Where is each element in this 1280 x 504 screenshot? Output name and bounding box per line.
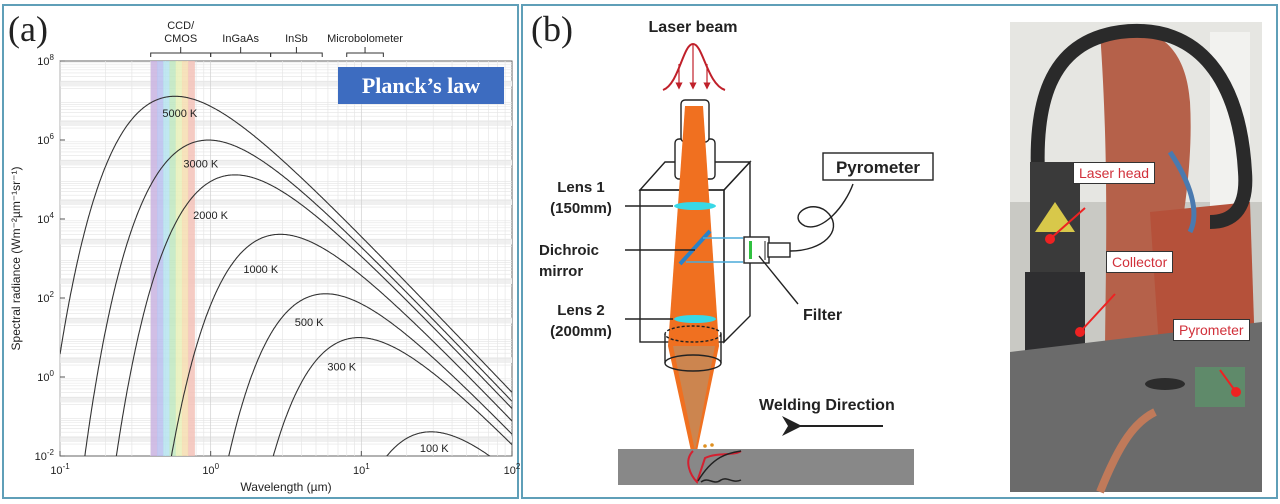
axis-ticks: 10-1 100 101 102 108 106 104 102 100 10-2: [35, 53, 521, 477]
curve-100k: [386, 431, 491, 456]
lens-1-label: Lens 1: [557, 179, 605, 196]
detector-band-label: InSb: [285, 33, 308, 45]
lens-2-label: Lens 2: [557, 302, 605, 319]
welding-direction-label: Welding Direction: [759, 397, 895, 414]
grid-lines: [59, 61, 512, 456]
workpiece: [618, 449, 914, 485]
dichroic-mirror: [678, 229, 712, 266]
dichroic-mirror-label-2: mirror: [539, 263, 583, 280]
lens-1-focal: (150mm): [550, 200, 612, 217]
curve-label-500k: 500 K: [295, 317, 324, 329]
x-tick-label: 101: [353, 462, 370, 477]
plot-area: [59, 60, 513, 457]
visible-band-slice: [150, 61, 158, 456]
beam-output-cylinder: [664, 325, 722, 372]
planck-law-badge: Planck’s law: [338, 67, 504, 104]
lens-1: [674, 202, 716, 210]
x-tick-label: 100: [202, 462, 219, 477]
curve-label-300k: 300 K: [327, 362, 356, 374]
curve-label-3000k: 3000 K: [183, 159, 219, 171]
curve-300k: [272, 337, 512, 456]
y-axis-label: Spectral radiance (Wm⁻²µm⁻¹sr⁻¹): [9, 167, 23, 351]
curve-label-1000k: 1000 K: [243, 264, 279, 276]
detector-band-brackets: CCD/CMOS InGaAs InSb Microbolometer: [150, 20, 403, 57]
y-tick-label: 100: [37, 369, 54, 384]
detector-band-label: CMOS: [164, 33, 197, 45]
detector-bracket: [270, 47, 323, 57]
detector-band-label: CCD/: [167, 20, 195, 32]
curve-3000k: [84, 139, 512, 456]
detector-bracket: [346, 47, 384, 57]
lens-2-focal: (200mm): [550, 323, 612, 340]
pyrometer-callout: Pyrometer: [1173, 319, 1250, 341]
detector-bracket: [210, 47, 272, 57]
dichroic-mirror-label: Dichroic: [539, 242, 599, 259]
y-tick-label: 108: [37, 53, 54, 68]
welding-setup-diagram: Pyrometer Laser beam Lens 1 (150mm) Dich…: [539, 19, 934, 485]
laser-head-callout: Laser head: [1073, 162, 1156, 184]
curve-label-5000k: 5000 K: [162, 108, 198, 120]
detector-bracket: [150, 47, 212, 57]
curve-500k: [228, 293, 512, 456]
y-tick-label: 106: [37, 132, 54, 147]
curve-label-100k: 100 K: [420, 443, 449, 455]
pyrometer-box: [822, 152, 934, 181]
y-tick-label: 102: [37, 290, 54, 305]
detector-band-label: InGaAs: [222, 33, 259, 45]
lens-2: [674, 315, 716, 323]
x-tick-label: 102: [504, 462, 521, 477]
visible-band-slice: [163, 61, 170, 456]
pyrometer-label: Pyrometer: [836, 158, 920, 177]
laser-beam-label: Laser beam: [649, 19, 738, 36]
panel-a-planck-chart: (a) CCD/CMOS InGaAs InSb Microbolometer 500…: [2, 4, 521, 499]
panel-b-letter: (b): [531, 9, 573, 49]
optical-fiber: [789, 183, 854, 252]
curve-2000k: [115, 174, 512, 456]
curve-1000k: [170, 233, 512, 456]
y-tick-label: 10-2: [35, 448, 55, 463]
x-axis-label: Wavelength (µm): [240, 480, 331, 494]
x-tick-label: 10-1: [50, 462, 70, 477]
detector-band-label: Microbolometer: [327, 33, 403, 45]
panel-b-setup: (b): [521, 4, 1278, 499]
planck-curves: 5000 K 3000 K 2000 K 1000 K 500 K 300 K 100 K: [60, 95, 512, 456]
planck-chart-svg: CCD/CMOS InGaAs InSb Microbolometer 5000 K 3…: [9, 20, 521, 494]
collector-with-filter: [743, 236, 791, 264]
visible-band-slice: [175, 61, 183, 456]
laser-beam-profile-icon: [662, 42, 726, 91]
curve-label-2000k: 2000 K: [193, 210, 229, 222]
visible-band-slice: [188, 61, 195, 456]
visible-band-slice: [169, 61, 177, 456]
melt-pool-outline: [687, 450, 742, 484]
y-tick-label: 104: [37, 211, 54, 226]
experimental-setup-photo: Laser head Collector Pyrometer: [1010, 22, 1262, 494]
panel-a-letter: (a): [8, 9, 48, 49]
photo-illustration: [1010, 22, 1262, 494]
curve-5000k: [60, 95, 512, 393]
visible-spectrum-band: [150, 61, 195, 456]
visible-band-slice: [181, 61, 189, 456]
plot-frame: [59, 60, 513, 457]
filter-label: Filter: [803, 307, 842, 324]
collector-callout: Collector: [1106, 251, 1174, 273]
